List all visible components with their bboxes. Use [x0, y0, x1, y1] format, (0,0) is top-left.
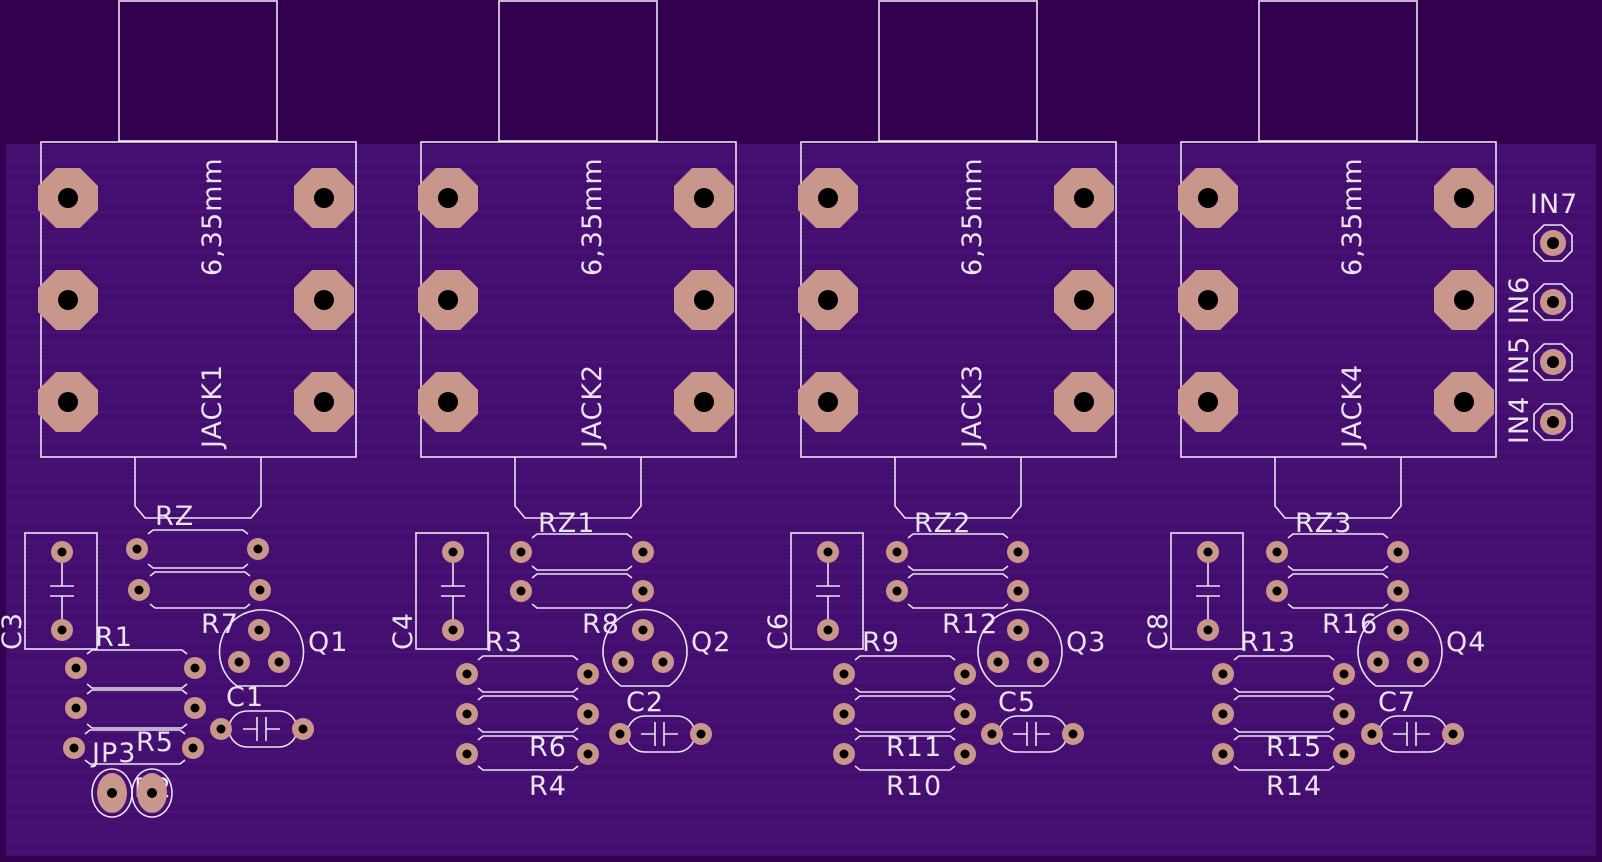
input-pins: IN7 IN6 IN5 IN4: [1504, 189, 1578, 444]
jack-2-size-label: 6,35mm: [577, 157, 608, 276]
jack-1-label: JACK1: [197, 364, 228, 450]
label-c2: C2: [626, 687, 664, 718]
label-c1: C1: [226, 682, 264, 713]
label-r14: R14: [1266, 771, 1322, 802]
label-q2: Q2: [691, 627, 731, 658]
cap-c3-outline: [24, 532, 98, 650]
jack-3-plug: [894, 457, 1022, 519]
connector-tab-3: [878, 0, 1038, 142]
label-q1: Q1: [308, 627, 348, 658]
label-c6: C6: [763, 612, 794, 650]
label-r5: R5: [136, 727, 174, 758]
cap-c6-outline: [790, 532, 864, 650]
label-rz: RZ: [155, 501, 194, 532]
label-q3: Q3: [1066, 627, 1106, 658]
label-r16: R16: [1322, 609, 1378, 640]
jack-4: 6,35mm JACK4: [1178, 141, 1497, 519]
connector-tab-4: [1258, 0, 1418, 142]
label-r15: R15: [1266, 732, 1322, 763]
channel-2: C4 RZ1 R8 Q2 R3 R6 R4 C2: [388, 508, 731, 802]
input-label-in5: IN5: [1504, 336, 1535, 384]
label-c5: C5: [998, 687, 1036, 718]
label-jp3: JP3: [90, 738, 136, 769]
label-r10: R10: [886, 771, 942, 802]
label-r7: R7: [201, 609, 239, 640]
label-q4: Q4: [1446, 627, 1486, 658]
label-r8: R8: [582, 609, 620, 640]
input-pad-outline: [1533, 224, 1573, 262]
jack-1-pads: [38, 168, 354, 432]
label-r4: R4: [529, 771, 567, 802]
label-c4: C4: [388, 612, 419, 650]
label-r11: R11: [886, 732, 942, 763]
label-r9: R9: [862, 627, 900, 658]
channel-1: C3 RZ R7 Q1 R1 R5 C1 JP3 R2: [0, 501, 348, 818]
jack-1-size-label: 6,35mm: [197, 157, 228, 276]
label-r13: R13: [1240, 627, 1296, 658]
jack-2: 6,35mm JACK2: [418, 141, 737, 519]
label-c8: C8: [1143, 612, 1174, 650]
jack-4-label: JACK4: [1337, 364, 1368, 450]
jack-2-pads: [418, 168, 734, 432]
label-r3: R3: [485, 627, 523, 658]
cap-c8-outline: [1170, 532, 1244, 650]
jack-2-label: JACK2: [577, 364, 608, 450]
jack-4-pads: [1178, 168, 1494, 432]
jack-3-label: JACK3: [957, 364, 988, 450]
cap-c4-outline: [415, 532, 489, 650]
jack-1: 6,35mm JACK1: [38, 141, 357, 519]
jack-2-plug: [514, 457, 642, 519]
label-r12: R12: [942, 609, 998, 640]
label-r6: R6: [529, 732, 567, 763]
channel-3: C6 RZ2 R12 Q3 R9 R11 R10 C5: [763, 508, 1106, 802]
jack-3-pads: [798, 168, 1114, 432]
connector-tab-2: [498, 0, 658, 142]
label-c7: C7: [1378, 687, 1416, 718]
channel-4: C8 RZ3 R16 Q4 R13 R15 R14 C7: [1143, 508, 1486, 802]
jack-1-plug: [134, 457, 262, 519]
jack-3: 6,35mm JACK3: [798, 141, 1117, 519]
connector-tab-1: [118, 0, 278, 142]
jack-4-size-label: 6,35mm: [1337, 157, 1368, 276]
input-pad-outline: [1533, 283, 1573, 321]
label-r1: R1: [95, 622, 133, 653]
input-label-in4: IN4: [1504, 396, 1535, 444]
jack-4-plug: [1274, 457, 1402, 519]
connector-tabs: [118, 0, 1418, 142]
jack-3-size-label: 6,35mm: [957, 157, 988, 276]
input-pad-outline: [1533, 403, 1573, 441]
input-label-in7: IN7: [1530, 189, 1578, 220]
input-pad-outline: [1533, 343, 1573, 381]
input-label-in6: IN6: [1504, 276, 1535, 324]
label-c3: C3: [0, 612, 28, 650]
